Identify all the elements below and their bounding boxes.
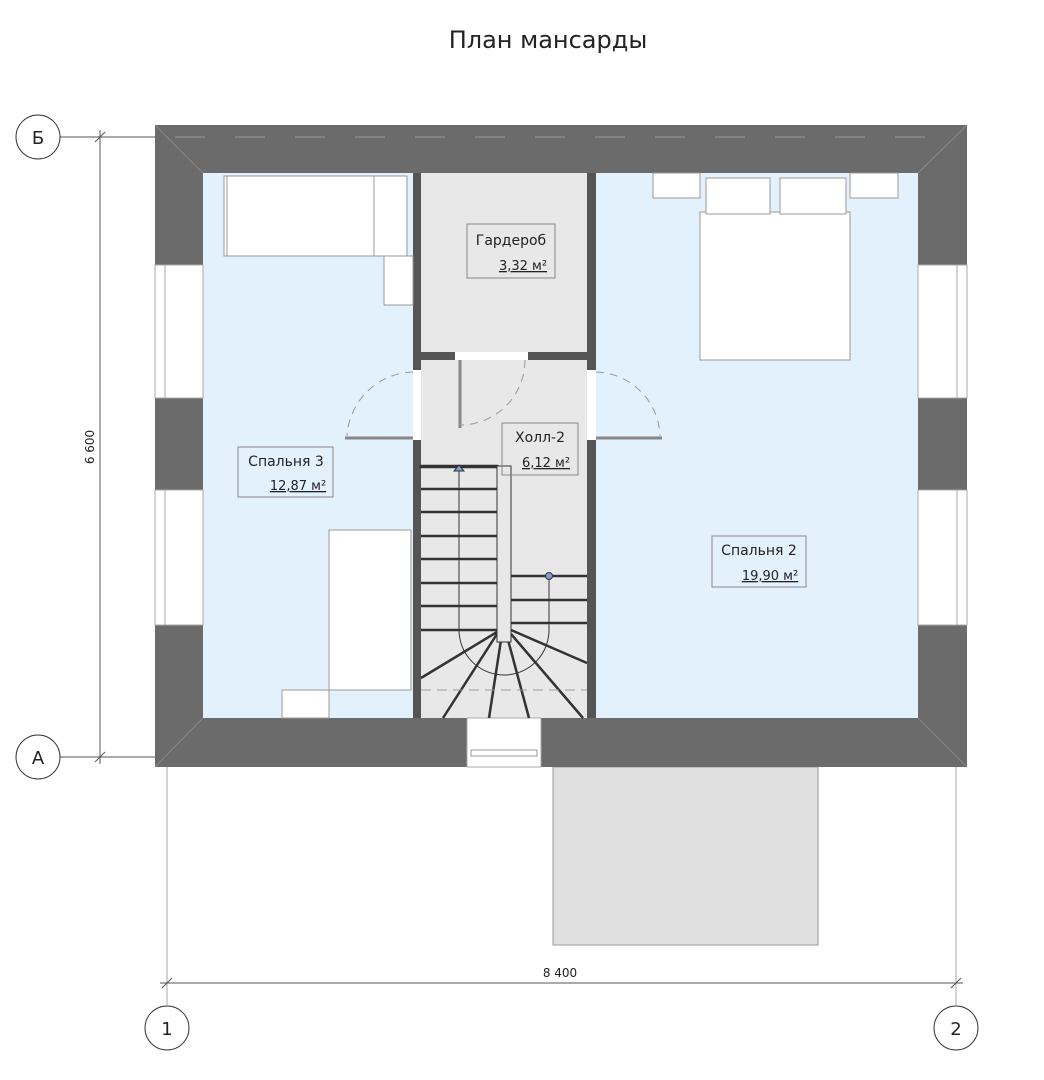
axis-marker-a: А xyxy=(15,734,61,780)
axis-label: 2 xyxy=(950,1019,961,1040)
axis-marker-b: Б xyxy=(15,114,61,160)
room-label-hall: Холл-2 6,12 м² xyxy=(501,422,579,476)
room-label-bedroom-2: Спальня 2 19,90 м² xyxy=(711,535,807,588)
axis-label: Б xyxy=(32,128,44,149)
room-name: Спальня 3 xyxy=(248,454,324,470)
room-area: 19,90 м² xyxy=(742,569,798,584)
axis-label: 1 xyxy=(161,1019,172,1040)
room-label-bedroom-3: Спальня 3 12,87 м² xyxy=(237,446,334,498)
room-area: 6,12 м² xyxy=(522,456,570,471)
wall-corner xyxy=(917,717,968,768)
plan-title: План мансарды xyxy=(449,26,648,54)
axis-marker-2: 2 xyxy=(933,1005,979,1051)
stair-direction-line xyxy=(458,470,550,676)
axis-label: А xyxy=(32,748,45,769)
wall-corner xyxy=(154,717,204,768)
stair-newel xyxy=(496,465,512,643)
room-name: Гардероб xyxy=(476,233,546,249)
room-area: 12,87 м² xyxy=(270,479,326,494)
dimension-width: 8 400 xyxy=(543,966,577,980)
doors xyxy=(345,352,662,768)
axis-marker-1: 1 xyxy=(144,1005,190,1051)
room-name: Холл-2 xyxy=(515,430,565,446)
dimension-height: 6 600 xyxy=(83,430,97,464)
room-label-garderob: Гардероб 3,32 м² xyxy=(466,223,556,279)
room-name: Спальня 2 xyxy=(721,543,797,559)
wall-corner xyxy=(917,124,968,174)
stair-start-marker xyxy=(545,572,553,580)
room-area: 3,32 м² xyxy=(499,259,547,274)
partition-wall xyxy=(413,173,421,718)
stair-arrow-icon xyxy=(452,464,466,472)
wall-corner xyxy=(154,124,204,174)
dimension-lines xyxy=(60,130,963,989)
furniture xyxy=(223,172,899,719)
porch-roof xyxy=(552,766,819,946)
windows xyxy=(154,264,968,626)
partition-wall xyxy=(587,173,596,718)
